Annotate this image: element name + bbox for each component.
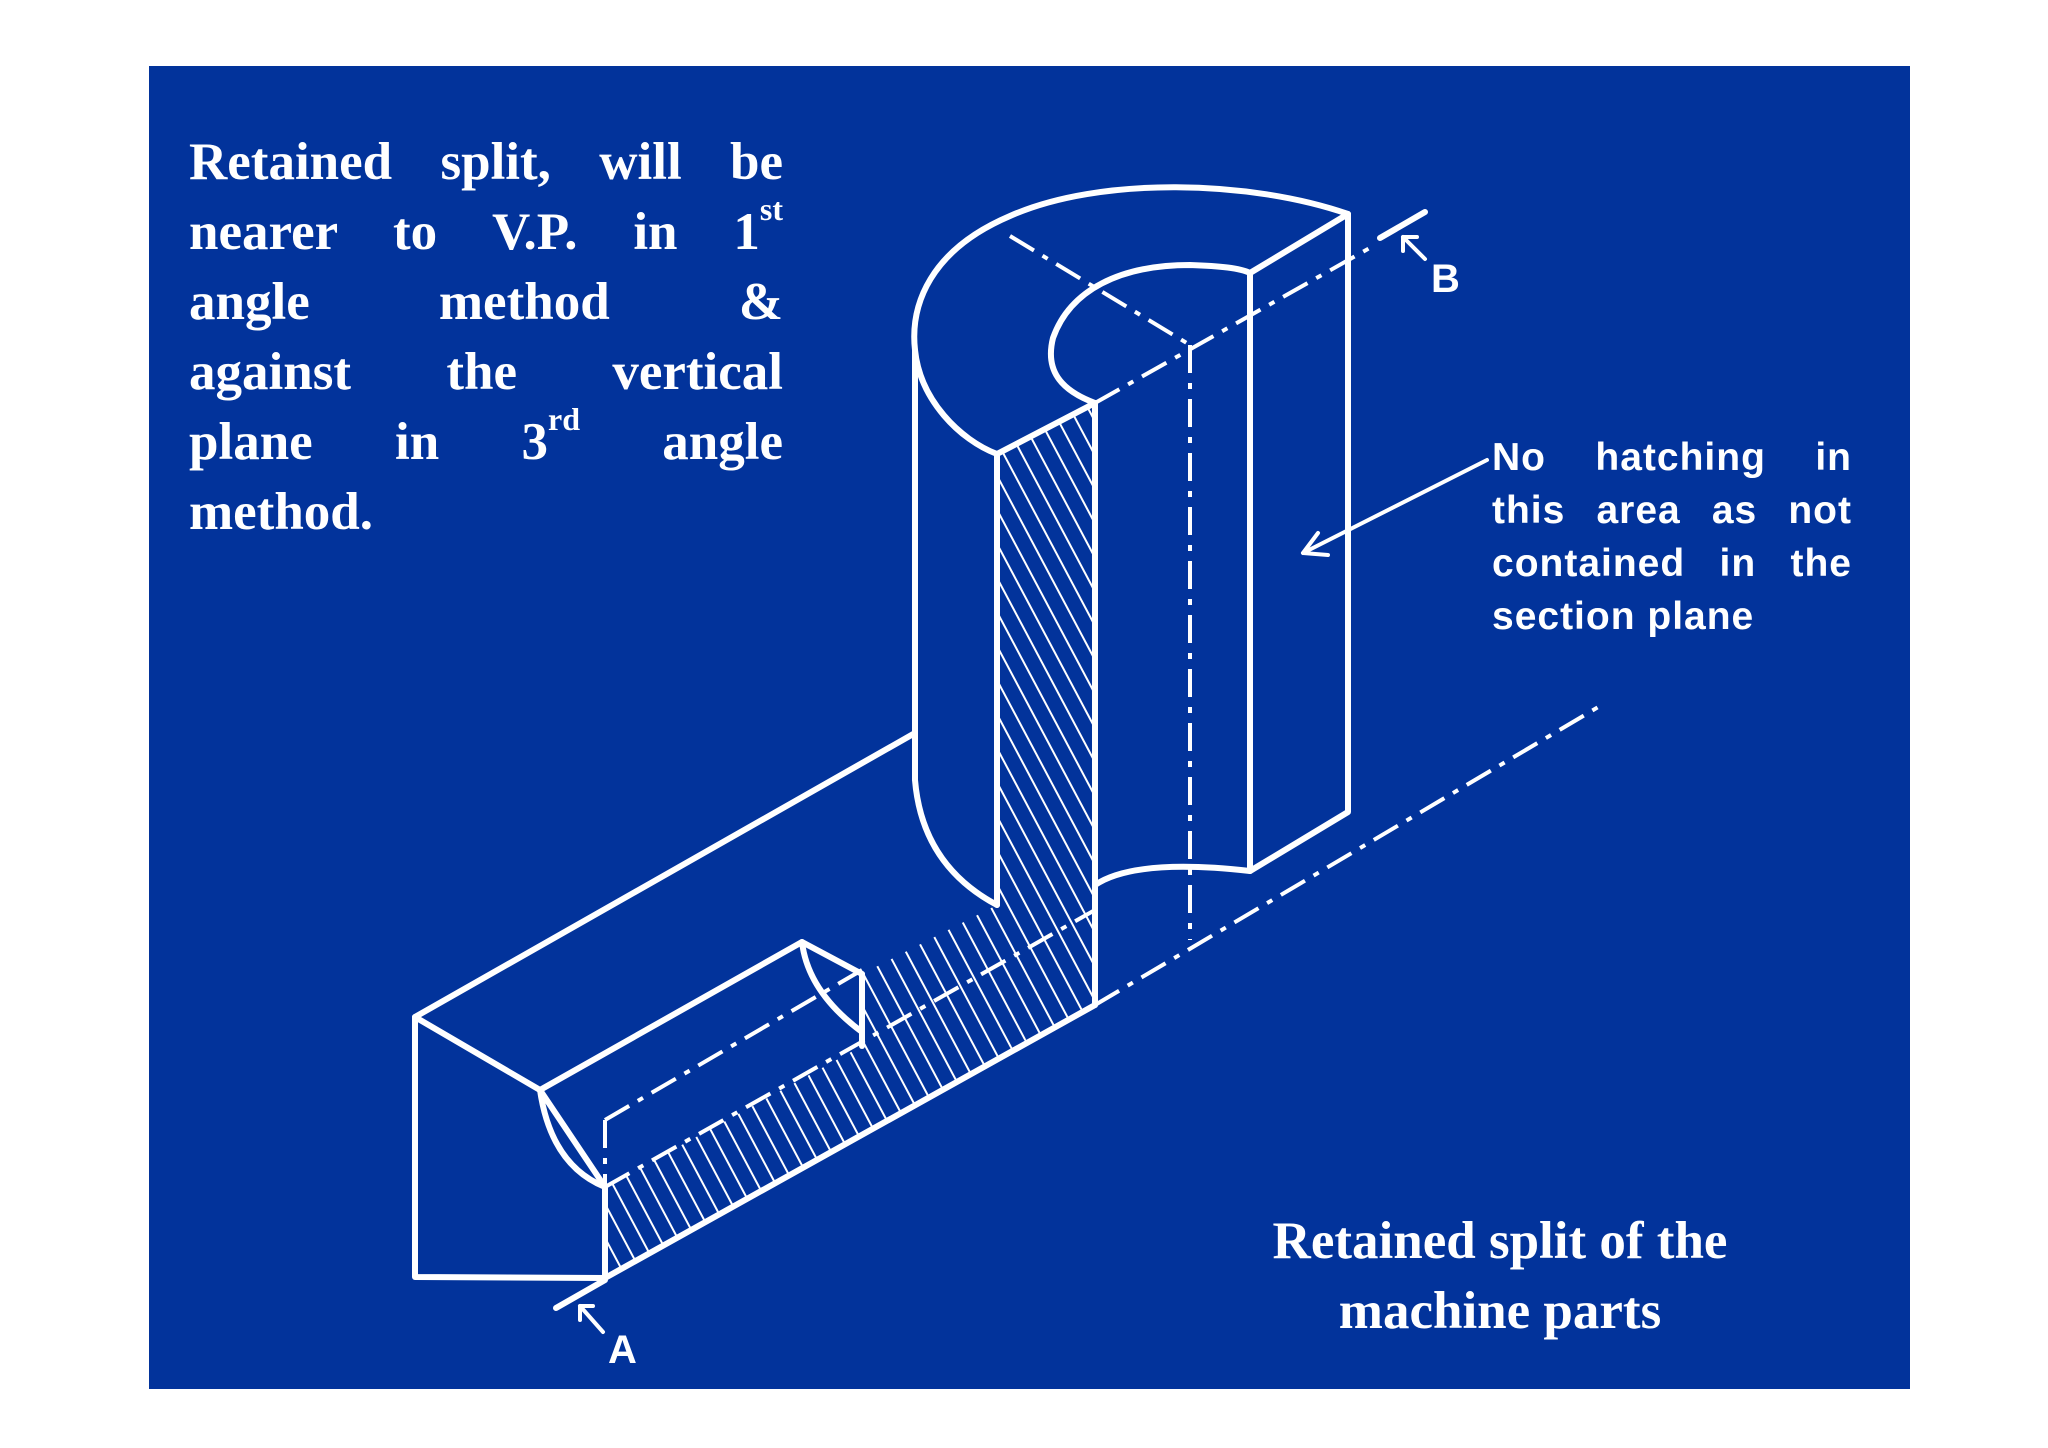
- label-b: B: [1431, 257, 1460, 301]
- base-extension-line: [1093, 704, 1602, 1007]
- hatched-section-faces: [605, 403, 1095, 1278]
- note-line: this area as not: [1492, 489, 1852, 532]
- base-top-edge: [412, 730, 918, 1020]
- no-hatching-note: No hatching in this area as not containe…: [1492, 431, 1852, 643]
- base-block-outline: [412, 1014, 608, 1281]
- label-a: A: [608, 1328, 637, 1372]
- cylinder-outer-arc: [911, 184, 1351, 457]
- leader-arrow-note: [1301, 458, 1489, 555]
- cylinder-right-back-vertical: [1247, 211, 1351, 874]
- cutting-plane-markers: [553, 209, 1428, 1311]
- axis-line-top: [1008, 234, 1192, 347]
- note-line: No hatching in: [1492, 436, 1852, 479]
- note-line: angle method &: [189, 273, 783, 331]
- note-line: plane in 3rd angle: [189, 401, 783, 471]
- leader-arrow-a: [578, 1304, 605, 1334]
- cutting-plane-marker-a: [553, 1277, 608, 1311]
- leader-arrows: [578, 235, 1489, 1334]
- note-line: against the vertical: [189, 343, 783, 401]
- note-line: contained in the: [1492, 542, 1852, 585]
- retained-split-note: Retained split, will be nearer to V.P. i…: [189, 127, 783, 547]
- caption-line-1: Retained split of the: [1272, 1212, 1728, 1270]
- caption-line-2: machine parts: [1338, 1282, 1662, 1340]
- cylinder-section-top: [994, 400, 1098, 457]
- slot-curve-front: [537, 1087, 608, 1190]
- leader-arrowhead-a: [578, 1304, 595, 1322]
- cylinder-bottom-inner-arc: [1092, 863, 1253, 888]
- leader-arrowhead-note: [1301, 531, 1330, 557]
- base-bottom-edge: [602, 1002, 1098, 1281]
- figure-caption: Retained split of the machine parts: [1200, 1206, 1800, 1346]
- cylinder-left-silhouette: [912, 347, 1000, 908]
- cutting-plane-marker-b: [1377, 209, 1428, 241]
- leader-arrow-b: [1401, 235, 1427, 261]
- cylinder-cut-top: [1247, 211, 1351, 276]
- slot-curve-back: [799, 939, 865, 1035]
- note-line: nearer to V.P. in 1st: [189, 191, 783, 261]
- cylinder-inner-arc: [1047, 262, 1253, 406]
- leader-arrowhead-b: [1401, 235, 1419, 253]
- slot-axis-line: [603, 968, 864, 1122]
- note-line: section plane: [1492, 595, 1755, 638]
- note-line: method.: [189, 483, 374, 541]
- center-lines: [603, 234, 1602, 1189]
- cutting-plane-line: [604, 908, 1096, 1189]
- object-outline: [412, 184, 1351, 1281]
- hatched-base-section: [605, 905, 1095, 1278]
- hatched-cylinder-section: [997, 403, 1095, 1054]
- note-line: Retained split, will be: [189, 133, 783, 191]
